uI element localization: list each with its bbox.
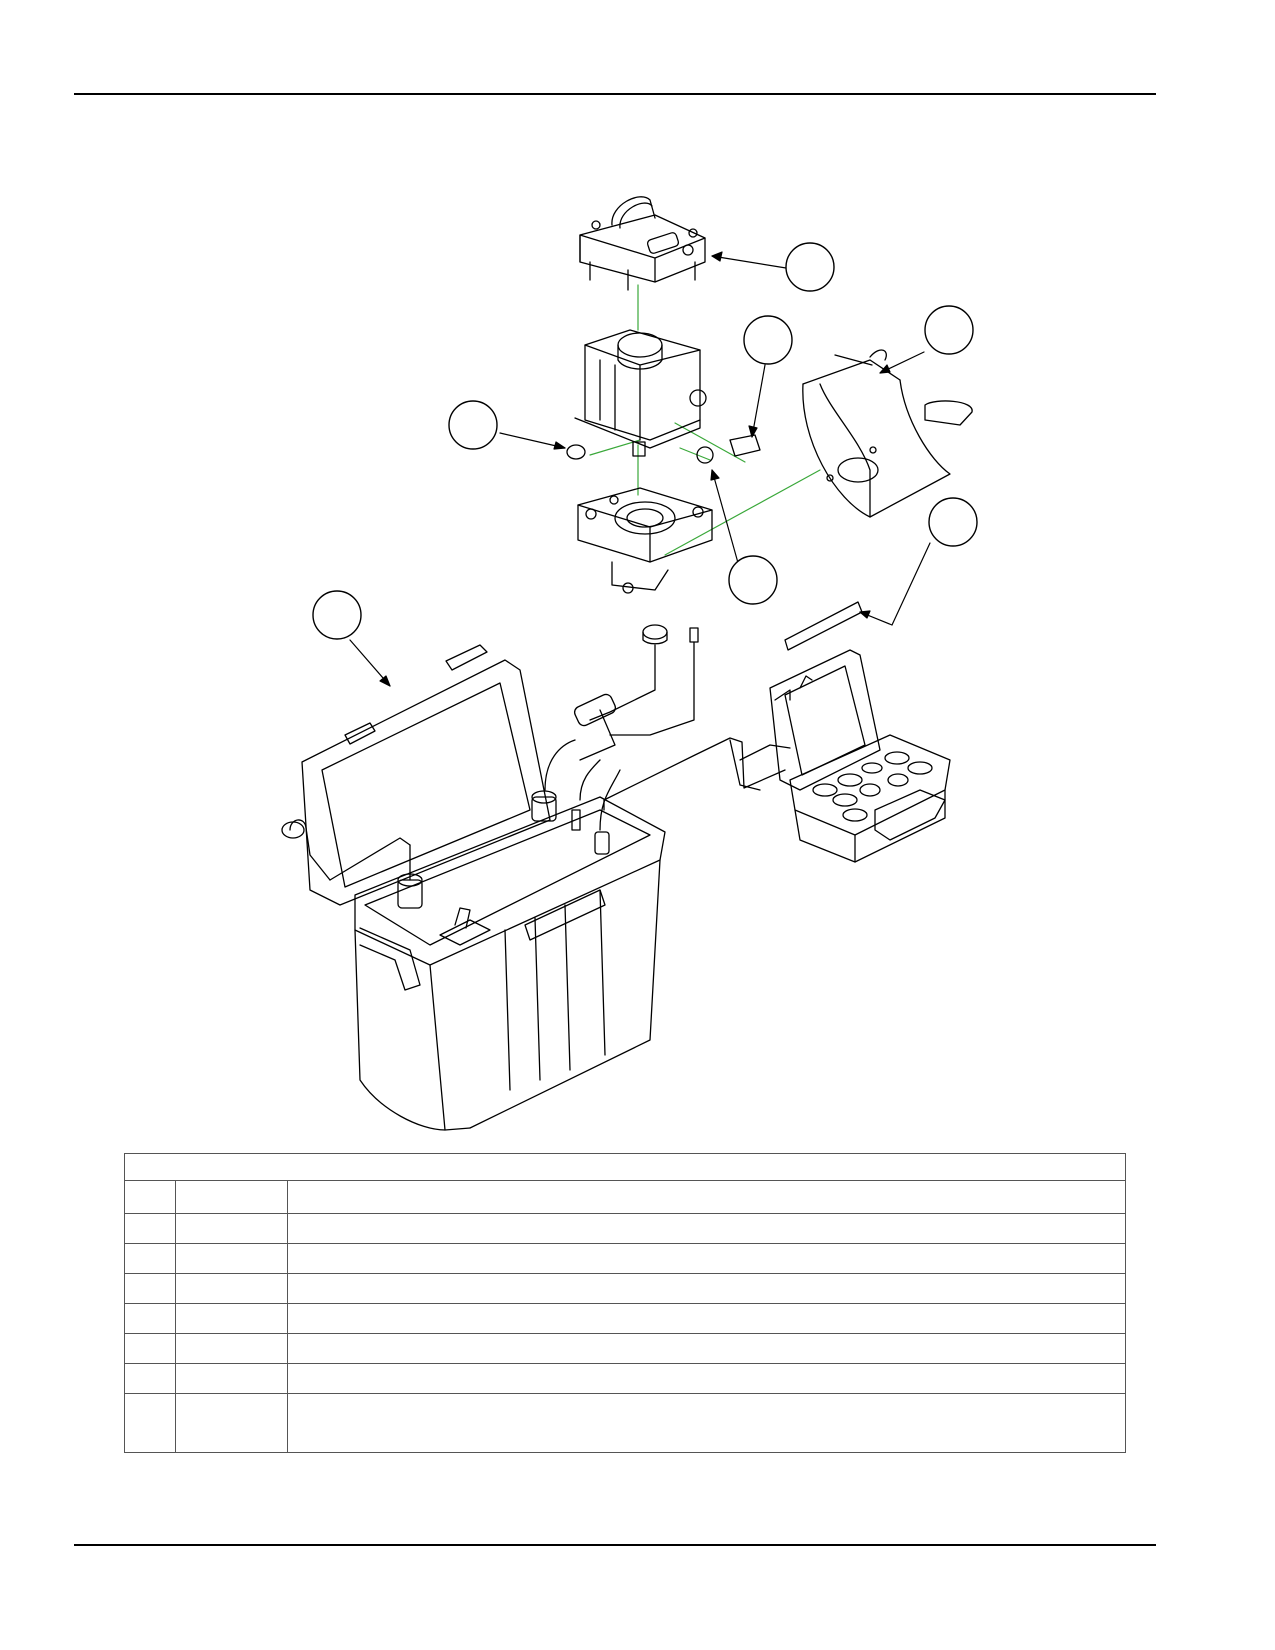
- callout-leaders: [349, 251, 931, 687]
- table-row: [124, 1303, 1126, 1334]
- cell-item: [124, 1213, 176, 1244]
- footer-rule: [74, 1544, 1156, 1546]
- cell-item: [124, 1393, 176, 1453]
- header-rule: [74, 93, 1156, 95]
- table-row: [124, 1273, 1126, 1304]
- cell-part-number: [175, 1243, 288, 1274]
- cell-description: [287, 1243, 1126, 1274]
- cell-part-number: [175, 1213, 288, 1244]
- cell-part-number: [175, 1273, 288, 1304]
- cell-part-number: [175, 1333, 288, 1364]
- cell-description: [287, 1333, 1126, 1364]
- cable-assembly-part: [544, 624, 699, 831]
- cell-item: [124, 1303, 176, 1334]
- callout-bubble: [728, 555, 778, 605]
- table-header-row: [124, 1180, 1126, 1214]
- header-item: [124, 1180, 176, 1214]
- header-description: [287, 1180, 1126, 1214]
- cell-description: [287, 1213, 1126, 1244]
- table-title-row: [124, 1153, 1126, 1181]
- parts-list-table: [124, 1153, 1126, 1453]
- callout-bubble: [448, 400, 498, 450]
- table-row: [124, 1363, 1126, 1394]
- header-part-number: [175, 1180, 288, 1214]
- guard-part: [802, 349, 973, 518]
- accessory-case-part: [729, 649, 951, 863]
- callout-bubble: [312, 590, 362, 640]
- cell-part-number: [175, 1303, 288, 1334]
- main-case-part: [281, 644, 666, 1131]
- cell-item: [124, 1273, 176, 1304]
- connecting-cable: [603, 737, 786, 811]
- cell-item: [124, 1243, 176, 1274]
- cell-description: [287, 1393, 1126, 1453]
- cell-part-number: [175, 1363, 288, 1394]
- table-row: [124, 1393, 1126, 1453]
- cell-description: [287, 1363, 1126, 1394]
- callout-bubble: [785, 242, 835, 292]
- motor-part: [566, 329, 761, 464]
- label-strip-part: [784, 601, 863, 651]
- callout-bubble: [924, 305, 974, 355]
- cell-item: [124, 1333, 176, 1364]
- cell-part-number: [175, 1393, 288, 1453]
- table-row: [124, 1213, 1126, 1244]
- handle-bracket-part: [579, 196, 706, 291]
- table-row: [124, 1243, 1126, 1274]
- callout-bubbles: [312, 242, 978, 640]
- base-plate-part: [577, 487, 713, 594]
- callout-bubble: [928, 497, 978, 547]
- assembly-guide-lines: [589, 284, 821, 556]
- table-title: [124, 1153, 1126, 1181]
- exploded-assembly-drawing: [281, 196, 978, 1131]
- callout-bubble: [743, 315, 793, 365]
- cell-description: [287, 1273, 1126, 1304]
- table-row: [124, 1333, 1126, 1364]
- cell-item: [124, 1363, 176, 1394]
- cell-description: [287, 1303, 1126, 1334]
